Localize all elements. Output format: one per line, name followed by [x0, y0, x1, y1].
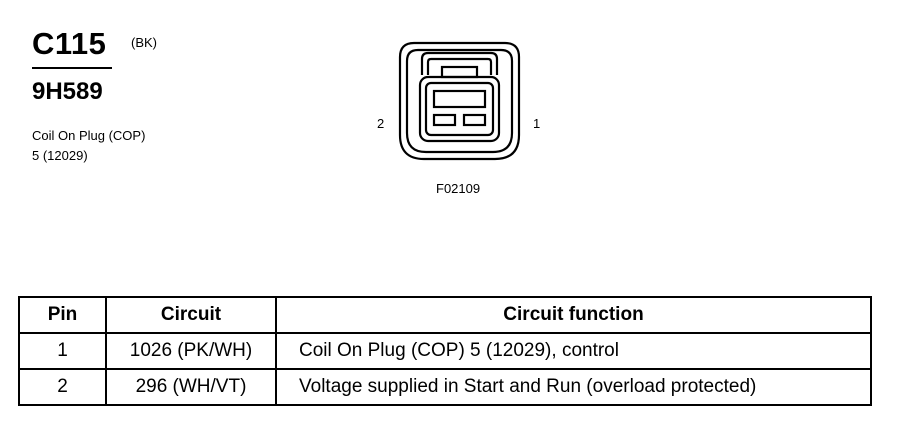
terminal-cavity-2 [432, 113, 457, 127]
header-circuit-function: Circuit function [275, 296, 872, 334]
connector-color: (BK) [131, 35, 157, 50]
pin-label-right: 1 [533, 116, 541, 131]
table-row: 2 296 (WH/VT) Voltage supplied in Start … [18, 368, 872, 406]
pinout-table: Pin Circuit Circuit function 1 1026 (PK/… [18, 296, 872, 406]
title-rule [32, 67, 112, 69]
pin-cell: 1 [18, 332, 107, 370]
header-pin: Pin [18, 296, 107, 334]
connector-face-diagram [398, 41, 521, 161]
connector-inner-housing [405, 48, 514, 154]
pin-label-left: 2 [377, 116, 385, 131]
part-number: 9H589 [32, 78, 103, 105]
terminal-cavity-frame [418, 75, 501, 143]
function-cell: Voltage supplied in Start and Run (overl… [275, 368, 872, 406]
figure-code: F02109 [436, 181, 481, 196]
description-line-1: Coil On Plug (COP) [32, 128, 146, 143]
connector-description: Coil On Plug (COP) 5 (12029) [32, 126, 145, 166]
terminal-cavity-1 [462, 113, 487, 127]
connector-latch [420, 51, 499, 75]
table-header-row: Pin Circuit Circuit function [18, 296, 872, 334]
function-cell: Coil On Plug (COP) 5 (12029), control [275, 332, 872, 370]
connector-outer-housing [398, 41, 521, 161]
terminal-cavity-top [432, 89, 487, 109]
table-row: 1 1026 (PK/WH) Coil On Plug (COP) 5 (120… [18, 332, 872, 370]
pin-cell: 2 [18, 368, 107, 406]
circuit-cell: 1026 (PK/WH) [105, 332, 277, 370]
description-line-2: 5 (12029) [32, 148, 88, 163]
circuit-cell: 296 (WH/VT) [105, 368, 277, 406]
connector-id: C115 [32, 26, 107, 61]
header-circuit: Circuit [105, 296, 277, 334]
